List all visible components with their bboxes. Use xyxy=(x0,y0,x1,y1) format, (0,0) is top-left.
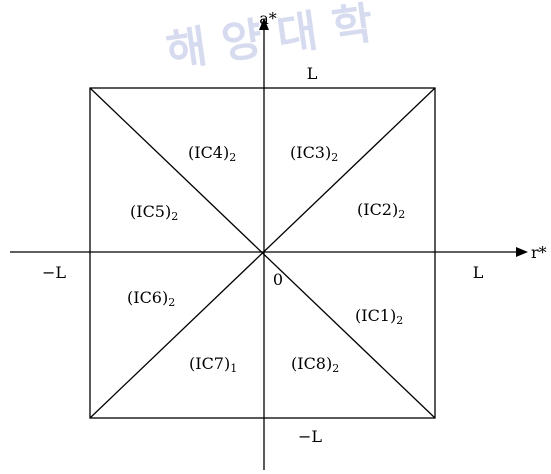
region-label-ic7: (IC7)1 xyxy=(189,354,237,375)
r-star-axis-label: r* xyxy=(531,243,547,262)
region-label-ic8: (IC8)2 xyxy=(291,354,339,375)
region-label-ic5: (IC5)2 xyxy=(130,202,178,223)
top-l-label: L xyxy=(307,64,318,83)
region-label-ic6: (IC6)2 xyxy=(127,288,175,309)
origin-label: 0 xyxy=(273,270,283,289)
region-label-ic3: (IC3)2 xyxy=(290,143,338,164)
a-star-axis-label: a* xyxy=(259,9,277,28)
right-l-label: L xyxy=(473,263,484,282)
region-label-ic4: (IC4)2 xyxy=(188,143,236,164)
bounding-square xyxy=(89,87,436,419)
diagonal-line-2 xyxy=(89,87,436,419)
vertical-axis-arrow xyxy=(259,18,269,30)
region-label-ic1: (IC1)2 xyxy=(355,306,403,327)
horizontal-axis-arrow xyxy=(516,247,528,257)
left-neg-l-label: −L xyxy=(42,263,66,282)
region-label-ic2: (IC2)2 xyxy=(357,200,405,221)
bottom-neg-l-label: −L xyxy=(298,427,322,446)
